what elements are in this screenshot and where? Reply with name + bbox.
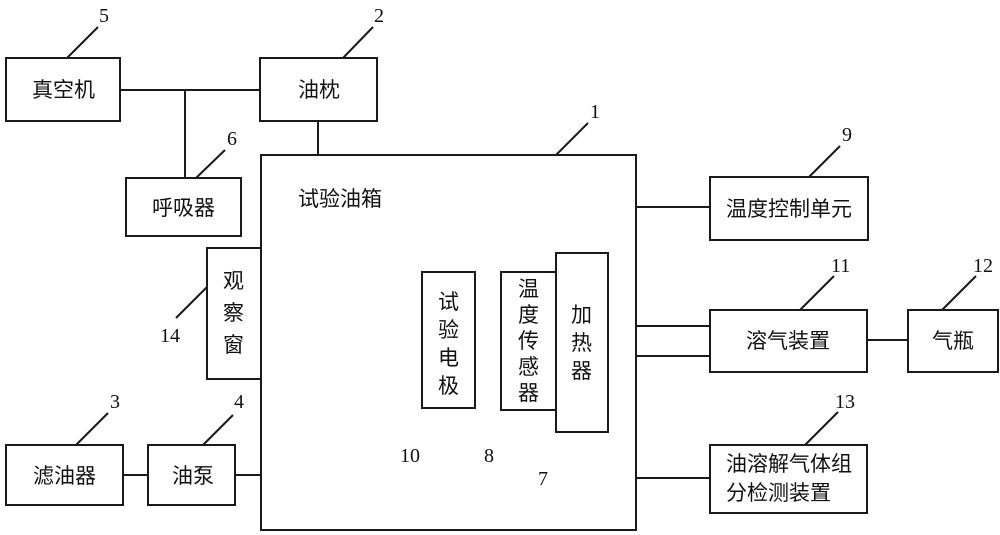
ref-number-2: 2 <box>374 5 384 27</box>
test-electrode-char-1: 试 <box>438 290 459 314</box>
test-electrode-char-4: 极 <box>438 374 459 398</box>
ref-number-7: 7 <box>538 468 548 490</box>
ref-number-10: 10 <box>400 445 420 467</box>
oil-conservator-label: 油枕 <box>298 78 340 102</box>
gas-cylinder-box <box>907 309 999 373</box>
observation-window-char-1: 观 <box>223 269 244 293</box>
dga-device-box <box>709 444 868 514</box>
breather-label: 呼吸器 <box>152 196 215 220</box>
observation-window-char-3: 窗 <box>223 333 244 357</box>
leader-line-1 <box>555 122 589 156</box>
leader-line-3 <box>75 412 109 446</box>
leader-line-9 <box>808 145 841 178</box>
oil-conservator-box <box>259 57 378 122</box>
leader-line-6 <box>195 149 226 179</box>
temperature-control-unit-box <box>709 176 869 241</box>
ref-number-8: 8 <box>484 445 494 467</box>
ref-number-12: 12 <box>973 255 993 277</box>
gas-cylinder-label: 气瓶 <box>932 329 974 353</box>
dga-device-label-line-1: 油溶解气体组 <box>726 452 852 476</box>
temperature-sensor-char-1: 温 <box>518 277 539 301</box>
gas-dissolving-device-box <box>709 309 868 373</box>
leader-line-4 <box>202 414 234 446</box>
test-oil-tank-label: 试验油箱 <box>298 187 382 211</box>
leader-line-12 <box>941 275 977 311</box>
heater-char-3: 器 <box>571 359 592 383</box>
temperature-sensor-char-5: 器 <box>518 381 539 405</box>
oil-pump-label: 油泵 <box>172 464 214 488</box>
leader-line-13 <box>804 411 839 446</box>
leader-line-5 <box>66 26 99 59</box>
leader-line-14 <box>175 286 208 319</box>
ref-number-4: 4 <box>234 391 244 413</box>
oil-pump-box <box>147 444 236 506</box>
leader-line-2 <box>342 26 374 59</box>
test-electrode-box <box>421 271 476 409</box>
heater-box <box>555 252 609 433</box>
vacuum-machine-label: 真空机 <box>32 78 95 102</box>
heater-char-1: 加 <box>571 303 592 327</box>
test-electrode-char-3: 电 <box>438 346 459 370</box>
ref-number-6: 6 <box>227 128 237 150</box>
observation-window-box <box>206 247 262 380</box>
ref-number-1: 1 <box>590 101 600 123</box>
breather-box <box>125 177 242 237</box>
oil-filter-box <box>5 444 124 506</box>
temperature-sensor-char-2: 度 <box>518 303 539 327</box>
ref-number-14: 14 <box>160 325 180 347</box>
dga-device-label-line-2: 分检测装置 <box>726 481 831 505</box>
ref-number-13: 13 <box>835 391 855 413</box>
heater-char-2: 热 <box>571 331 592 355</box>
ref-number-11: 11 <box>831 255 850 277</box>
test-electrode-char-2: 验 <box>438 318 459 342</box>
gas-dissolving-device-label: 溶气装置 <box>746 329 830 353</box>
oil-filter-label: 滤油器 <box>33 464 96 488</box>
temperature-sensor-char-3: 传 <box>518 329 539 353</box>
vacuum-machine-box <box>5 57 121 122</box>
leader-line-11 <box>799 275 835 311</box>
ref-number-5: 5 <box>99 5 109 27</box>
temperature-control-unit-label: 温度控制单元 <box>726 197 852 221</box>
ref-number-9: 9 <box>842 124 852 146</box>
ref-number-3: 3 <box>110 391 120 413</box>
observation-window-char-2: 察 <box>223 301 244 325</box>
temperature-sensor-char-4: 感 <box>518 355 539 379</box>
